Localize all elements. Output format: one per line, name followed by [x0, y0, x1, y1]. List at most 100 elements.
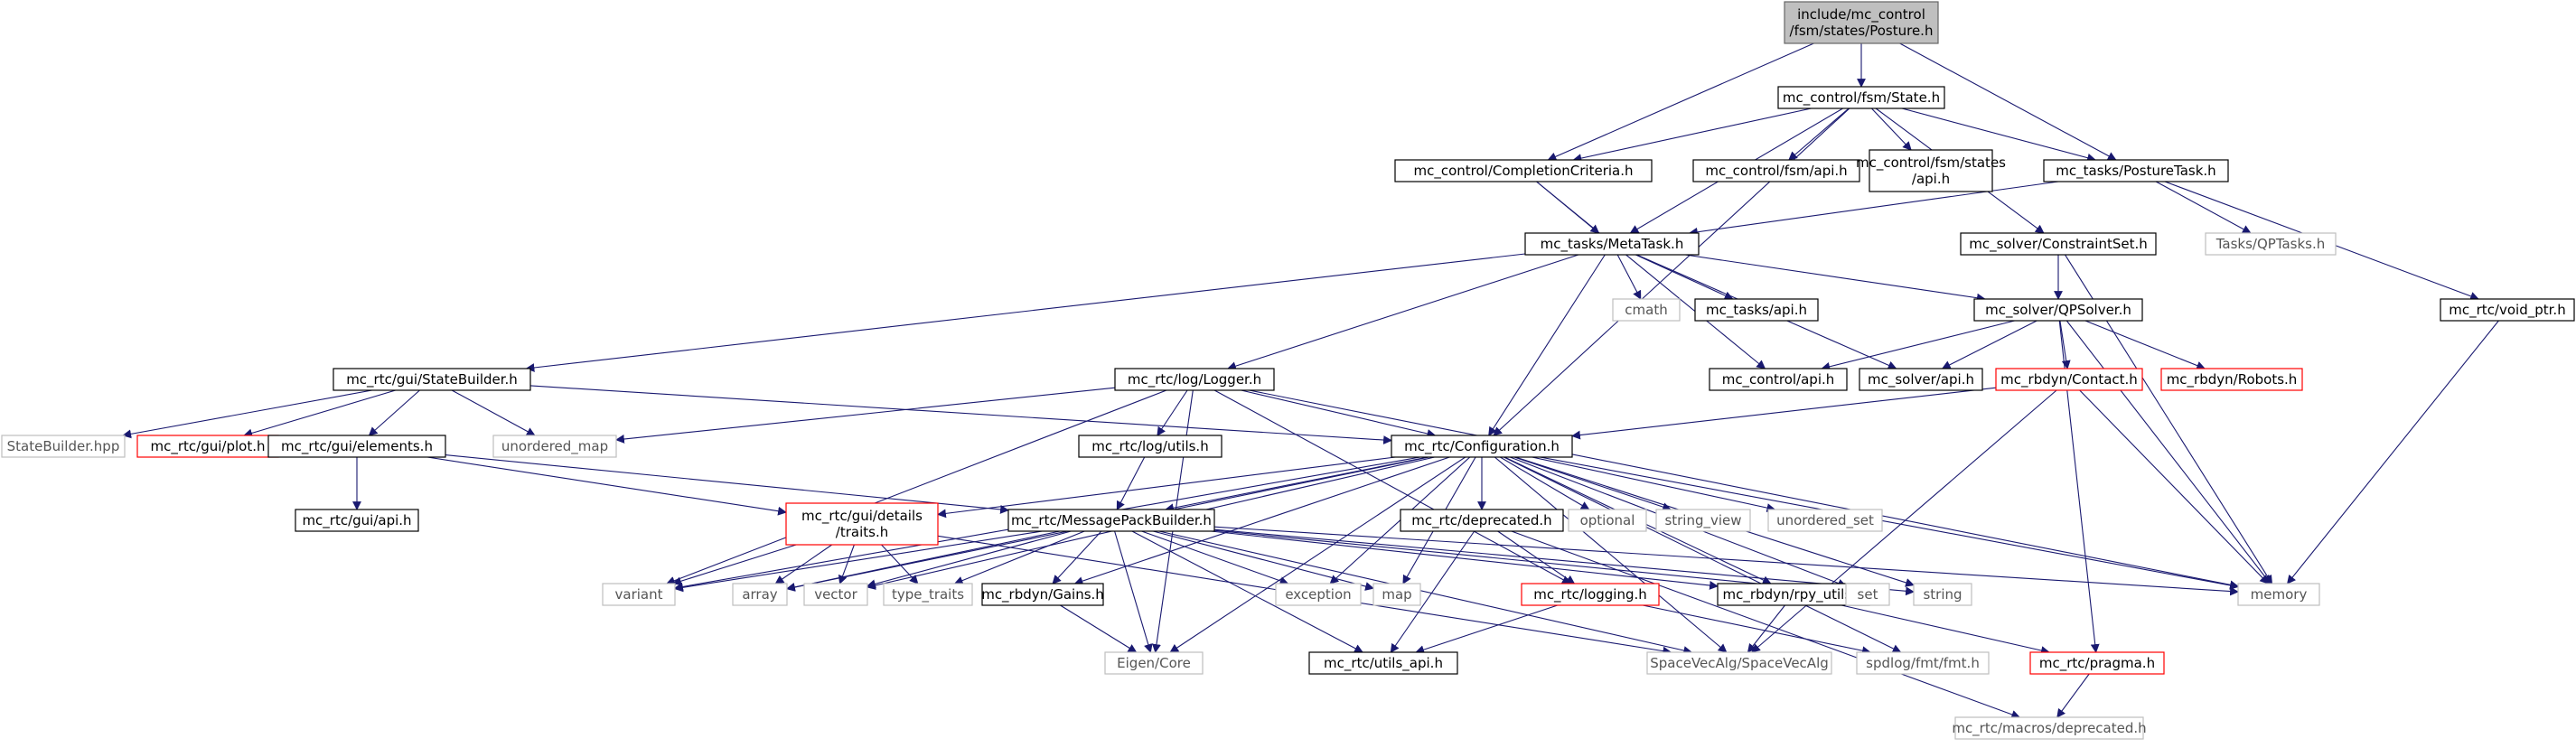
node-elements[interactable]: mc_rtc/gui/elements.h [267, 435, 446, 458]
node-posturetask[interactable]: mc_tasks/PostureTask.h [2043, 159, 2229, 182]
edge-posture-to-posturetask [1899, 42, 2117, 161]
node-gui_api[interactable]: mc_rtc/gui/api.h [295, 509, 419, 532]
node-logger[interactable]: mc_rtc/log/Logger.h [1114, 368, 1275, 391]
node-box-logger [1114, 368, 1275, 391]
node-utils_api[interactable]: mc_rtc/utils_api.h [1308, 651, 1458, 675]
node-contact[interactable]: mc_rbdyn/Contact.h [1995, 368, 2143, 391]
node-label-eigen_core: Eigen/Core [1117, 655, 1191, 671]
node-gains[interactable]: mc_rbdyn/Gains.h [981, 583, 1104, 606]
node-box-msgpack [1007, 509, 1215, 532]
node-qpsolver[interactable]: mc_solver/QPSolver.h [1973, 298, 2143, 322]
node-vector: vector [803, 583, 868, 606]
node-label-utils_api: mc_rtc/utils_api.h [1324, 655, 1443, 672]
node-statebuilder_hpp: StateBuilder.hpp [1, 435, 126, 458]
node-type_traits: type_traits [883, 583, 973, 606]
edge-posture-to-completion [1547, 42, 1814, 161]
edge-msgpack-to-spacevecalg [1158, 530, 1693, 655]
edge-statebuilder-to-elements [368, 389, 420, 436]
node-void_ptr[interactable]: mc_rtc/void_ptr.h [2440, 298, 2575, 322]
node-box-traits [785, 502, 939, 546]
node-metatask[interactable]: mc_tasks/MetaTask.h [1524, 232, 1700, 256]
node-box-variant [602, 583, 676, 606]
edge-rpy_utils-to-spacevecalg [1747, 604, 1785, 653]
node-label-qpsolver: mc_solver/QPSolver.h [1985, 302, 2131, 319]
node-box-void_ptr [2440, 298, 2575, 322]
node-pragma[interactable]: mc_rtc/pragma.h [2029, 651, 2165, 675]
edge-qpsolver-to-contact [2059, 320, 2071, 369]
node-label-unordered_set: unordered_set [1776, 512, 1874, 529]
node-traits[interactable]: mc_rtc/gui/details/traits.h [785, 502, 939, 546]
node-plot[interactable]: mc_rtc/gui/plot.h [136, 435, 279, 458]
node-state[interactable]: mc_control/fsm/State.h [1777, 86, 1945, 109]
node-box-gains [981, 583, 1104, 606]
node-macros_deprecated: mc_rtc/macros/deprecated.h [1952, 716, 2147, 740]
node-completion[interactable]: mc_control/CompletionCriteria.h [1394, 159, 1653, 182]
edge-state-to-posturetask [1901, 108, 2096, 163]
node-logging[interactable]: mc_rtc/logging.h [1521, 583, 1660, 606]
node-label-optional: optional [1580, 512, 1635, 528]
edge-log_utils-to-msgpack [1116, 456, 1146, 510]
edge-logging-to-fmt [1642, 604, 1871, 656]
node-label-constraintset: mc_solver/ConstraintSet.h [1969, 236, 2148, 253]
edge-configuration-to-gains [1073, 456, 1450, 585]
edge-logging-to-utils_api [1415, 604, 1558, 654]
node-label-macros_deprecated: mc_rtc/macros/deprecated.h [1952, 720, 2146, 737]
node-statebuilder[interactable]: mc_rtc/gui/StateBuilder.h [333, 368, 531, 391]
node-msgpack[interactable]: mc_rtc/MessagePackBuilder.h [1007, 509, 1215, 532]
node-tasks_api[interactable]: mc_tasks/api.h [1694, 298, 1819, 322]
node-label-exception: exception [1285, 586, 1351, 603]
node-box-array [732, 583, 788, 606]
node-fsm_api[interactable]: mc_control/fsm/api.h [1692, 159, 1860, 182]
node-label-tasks_api: mc_tasks/api.h [1706, 302, 1807, 319]
node-deprecated_h[interactable]: mc_rtc/deprecated.h [1400, 509, 1564, 532]
edge-logger-to-log_utils [1157, 389, 1188, 436]
node-box-gui_api [295, 509, 419, 532]
node-label-contact: mc_rbdyn/Contact.h [2000, 371, 2138, 388]
node-cmath: cmath [1612, 298, 1681, 322]
edge-deprecated_h-to-utils_api [1390, 530, 1475, 653]
node-log_utils[interactable]: mc_rtc/log/utils.h [1078, 435, 1222, 458]
node-box-log_utils [1078, 435, 1222, 458]
edge-deprecated_h-to-logging [1497, 530, 1576, 584]
node-string_view: string_view [1655, 509, 1751, 532]
node-label-vector: vector [814, 586, 857, 603]
edge-elements-to-traits [426, 456, 787, 516]
node-box-map [1372, 583, 1421, 606]
node-box-logging [1521, 583, 1660, 606]
edge-posturetask-to-qptasks [2155, 181, 2252, 234]
edge-msgpack-to-type_traits [953, 530, 1085, 585]
node-label-array: array [742, 586, 777, 603]
edge-configuration-to-memory [1540, 456, 2239, 590]
node-box-pragma [2029, 651, 2165, 675]
edge-qpsolver-to-memory [2065, 320, 2272, 584]
edge-qpsolver-to-solver_api [1941, 320, 2037, 369]
node-string: string [1913, 583, 1972, 606]
node-qptasks: Tasks/QPTasks.h [2205, 232, 2337, 256]
node-robots[interactable]: mc_rbdyn/Robots.h [2160, 368, 2303, 391]
edges-layer [122, 42, 2499, 719]
edge-posturetask-to-metatask [1688, 181, 2059, 237]
node-label-log_utils: mc_rtc/log/utils.h [1091, 438, 1208, 455]
node-unordered_map: unordered_map [492, 435, 617, 458]
node-label-traits: mc_rtc/gui/details [801, 508, 923, 525]
node-label-posture: include/mc_control [1797, 6, 1925, 23]
edge-msgpack-to-exception [1141, 530, 1289, 585]
node-rpy_utils[interactable]: mc_rbdyn/rpy_utils.h [1717, 583, 1870, 606]
node-control_api[interactable]: mc_control/api.h [1709, 368, 1848, 391]
node-fmt: spdlog/fmt/fmt.h [1856, 651, 1990, 675]
node-label-variant: variant [615, 586, 663, 603]
edge-contact-to-spacevecalg [1751, 389, 2057, 653]
node-box-metatask [1524, 232, 1700, 256]
node-label-msgpack: mc_rtc/MessagePackBuilder.h [1011, 512, 1212, 529]
edge-configuration-to-fmt [1503, 456, 1902, 653]
node-constraintset[interactable]: mc_solver/ConstraintSet.h [1960, 232, 2157, 256]
edge-statebuilder-to-plot [243, 389, 396, 438]
node-solver_api[interactable]: mc_solver/api.h [1859, 368, 1983, 391]
node-eigen_core: Eigen/Core [1104, 651, 1204, 675]
node-configuration[interactable]: mc_rtc/Configuration.h [1391, 435, 1573, 458]
edge-metatask-to-qpsolver [1685, 254, 1986, 303]
node-states_api[interactable]: mc_control/fsm/states/api.h [1856, 149, 2006, 192]
node-label-statebuilder: mc_rtc/gui/StateBuilder.h [346, 371, 518, 388]
node-posture[interactable]: include/mc_control/fsm/states/Posture.h [1784, 1, 1939, 44]
node-box-states_api [1869, 149, 1993, 192]
